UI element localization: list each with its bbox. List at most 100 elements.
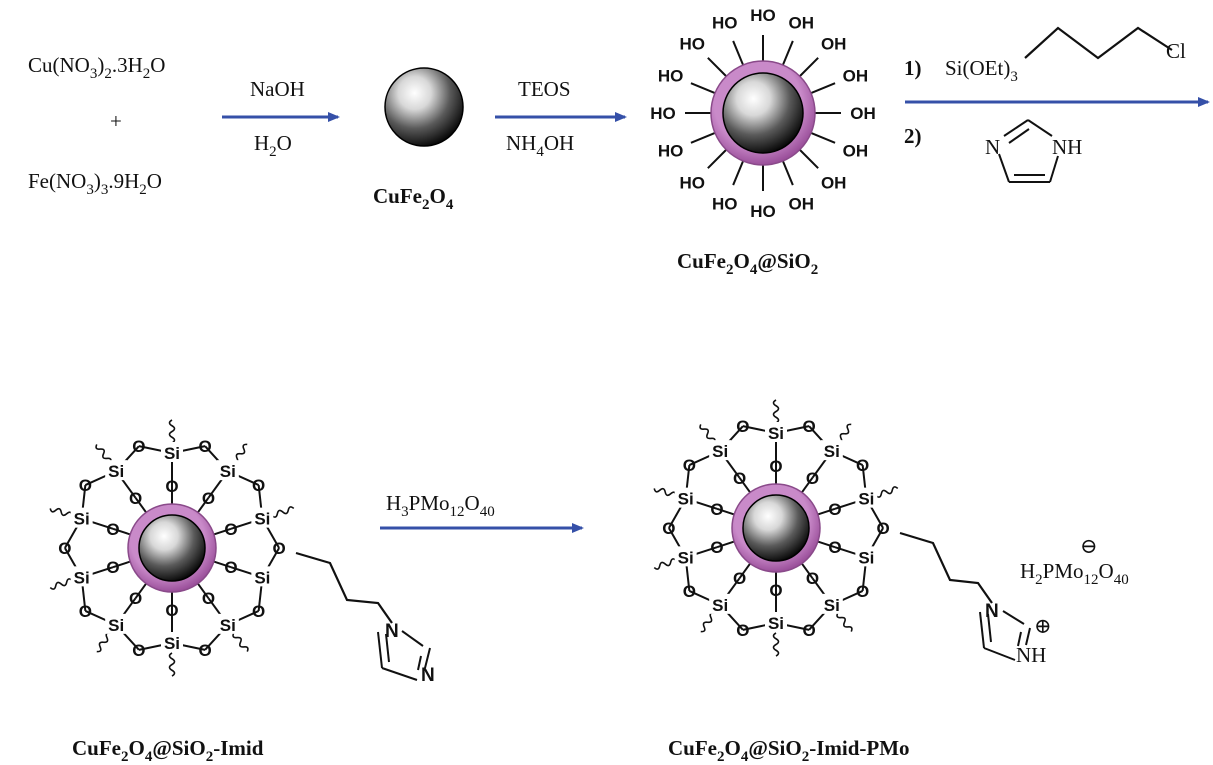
si-o-bond xyxy=(817,540,836,549)
cufe2o4-sio2-label: CuFe2O4@SiO2 xyxy=(677,249,818,278)
imidazole-bond xyxy=(1003,119,1029,137)
silicon-atom: Si xyxy=(858,548,874,567)
imidazole-ring xyxy=(377,630,431,681)
silicon-atom: Si xyxy=(712,442,728,461)
hydroxyl-group: OH xyxy=(789,195,815,214)
wavy-bond xyxy=(271,506,295,518)
si-o-bond xyxy=(112,527,131,536)
si-label-bg xyxy=(820,440,843,461)
wavy-bond xyxy=(232,632,249,652)
cufe2o4-core: CuFe2O4 xyxy=(373,67,464,213)
si-o-bond xyxy=(134,583,147,599)
si-label-bg xyxy=(70,566,93,587)
oh-bond xyxy=(810,131,836,144)
oxygen-atom: O xyxy=(58,539,71,558)
hydroxyl-group: HO xyxy=(712,195,738,214)
si-label-bg xyxy=(820,593,843,614)
anion-label: H2PMo12O40 xyxy=(1020,559,1129,588)
silicon-atom: Si xyxy=(678,490,694,509)
oh-bond xyxy=(707,57,727,77)
chloride-label: Cl xyxy=(1166,39,1186,63)
oxygen-atom: O xyxy=(129,489,142,508)
si-o-bond xyxy=(213,560,232,569)
oh-bond xyxy=(799,57,819,77)
silicon-atom: Si xyxy=(108,616,124,635)
hydroxyl-group: OH xyxy=(850,104,876,123)
silane-label: Si(OEt)3 xyxy=(945,56,1018,85)
reagent-teos: TEOS xyxy=(518,77,571,101)
core-sphere xyxy=(742,494,810,562)
oh-bond xyxy=(799,149,819,169)
oxygen-atom: O xyxy=(806,469,819,488)
reagent-naoh: NaOH xyxy=(250,77,305,101)
oh-bond xyxy=(810,82,836,95)
core-sphere-coated xyxy=(722,72,804,154)
si-label-bg xyxy=(216,613,239,634)
wavy-bond xyxy=(772,632,780,657)
cufe2o4-label: CuFe2O4 xyxy=(373,184,454,213)
si-label-bg xyxy=(855,546,878,567)
si-label-bg xyxy=(105,460,128,481)
wavy-bond xyxy=(168,419,176,444)
wavy-bond xyxy=(96,632,111,653)
arrow-naoh: NaOH H2O xyxy=(222,77,340,160)
oxygen-atom: O xyxy=(736,417,749,436)
oxygen-atom: O xyxy=(802,621,815,640)
hydroxyl-group: HO xyxy=(750,202,776,221)
arrow-functionalization: 1) Si(OEt)3 Cl 2) N NH xyxy=(904,26,1210,183)
wavy-bond xyxy=(49,507,73,517)
wavy-bond xyxy=(772,399,780,424)
si-label-bg xyxy=(251,507,274,528)
silicon-atom: Si xyxy=(254,568,270,587)
wavy-bond xyxy=(699,424,716,444)
silicon-atom: Si xyxy=(164,444,180,463)
wavy-bond xyxy=(95,444,112,464)
arrow-teos: TEOS NH4OH xyxy=(495,77,627,160)
reactants: Cu(NO3)2.3H2O + Fe(NO3)3.9H2O xyxy=(28,53,165,198)
oxygen-atom: O xyxy=(252,602,265,621)
oxygen-atom: O xyxy=(79,602,92,621)
oh-bond xyxy=(690,131,716,144)
propyl-linker xyxy=(899,531,993,604)
silicon-atom: Si xyxy=(74,568,90,587)
reagent-pmo: H3PMo12O40 xyxy=(386,491,495,520)
imid-label: CuFe2O4@SiO2-Imid xyxy=(72,736,264,765)
si-o-bond xyxy=(817,507,836,516)
oxygen-atom: O xyxy=(198,641,211,660)
oh-bond xyxy=(781,160,794,186)
core-sphere xyxy=(138,514,206,582)
hydroxyl-group: HO xyxy=(658,66,684,85)
imidazole-n1: N xyxy=(385,621,399,642)
wavy-bond xyxy=(168,652,176,677)
wavy-bond xyxy=(653,487,677,497)
oxygen-atom: O xyxy=(802,417,815,436)
wavy-bond xyxy=(836,612,853,632)
oxygen-atom: O xyxy=(806,569,819,588)
oxygen-atom: O xyxy=(662,519,675,538)
propyl-linker xyxy=(295,551,393,624)
imidazole-bond xyxy=(1027,119,1053,137)
si-label-bg xyxy=(855,487,878,508)
oxygen-atom: O xyxy=(106,558,119,577)
si-o-bond xyxy=(801,477,814,493)
imidazole-n3: N xyxy=(421,665,435,686)
oxygen-atom: O xyxy=(683,456,696,475)
silicon-atom: Si xyxy=(108,462,124,481)
oh-bond xyxy=(732,160,745,186)
step-number-2: 2) xyxy=(904,124,922,148)
si-label-bg xyxy=(161,632,183,652)
si-o-bond xyxy=(112,560,131,569)
silicon-atom: Si xyxy=(858,490,874,509)
silicon-atom: Si xyxy=(74,510,90,529)
si-label-bg xyxy=(674,487,697,508)
oxygen-atom: O xyxy=(733,569,746,588)
oxygen-atom: O xyxy=(828,538,841,557)
silicon-atom: Si xyxy=(768,424,784,443)
hydroxyl-group: HO xyxy=(680,35,706,54)
silicon-atom: Si xyxy=(824,596,840,615)
oh-bond xyxy=(781,40,794,66)
hydroxyl-group: OH xyxy=(821,35,847,54)
